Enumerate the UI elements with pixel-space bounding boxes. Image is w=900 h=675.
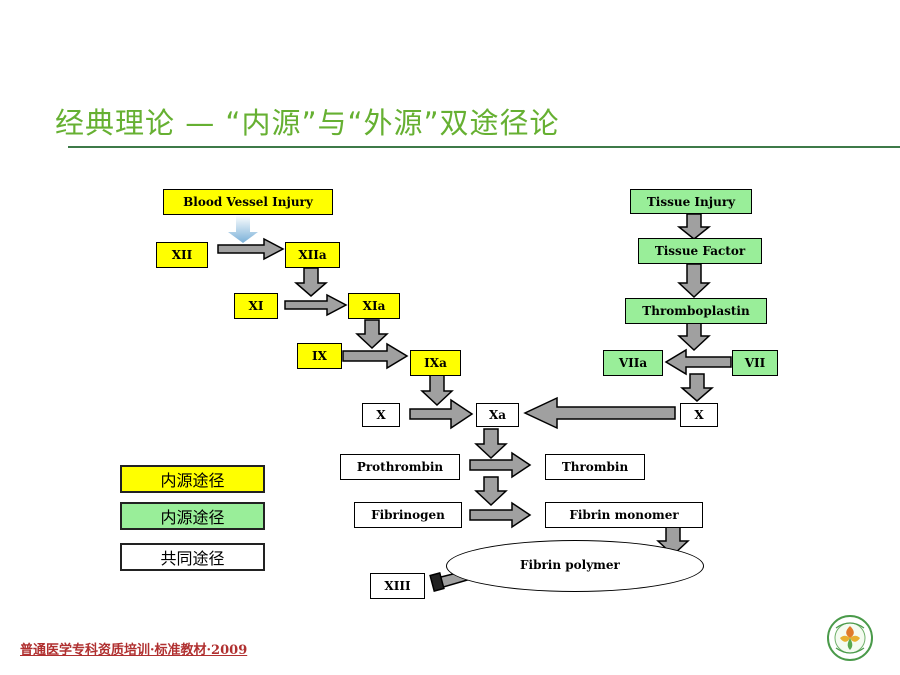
arrow-xright-xa	[523, 396, 676, 430]
node-xi: XI	[234, 293, 278, 319]
arrow-tissueinjury-down	[676, 213, 712, 240]
arrow-thromboplastin-down	[677, 322, 711, 352]
arrow-x-xa	[409, 398, 474, 430]
node-xa: Xa	[476, 403, 519, 427]
hospital-emblem-icon	[827, 615, 873, 661]
arrow-vii-viia	[664, 348, 732, 376]
page-title: 经典理论 — “内源”与“外源”双途径论	[55, 106, 560, 140]
node-xii: XII	[156, 242, 208, 268]
node-ix: IX	[297, 343, 342, 369]
legend-extrinsic: 内源途径	[120, 502, 265, 530]
node-x-left: X	[362, 403, 400, 427]
arrow-ixa-down	[420, 374, 454, 407]
legend-intrinsic-label: 内源途径	[160, 471, 225, 490]
node-xia: XIa	[348, 293, 400, 319]
legend-common: 共同途径	[120, 543, 265, 571]
arrow-xi-xia	[284, 293, 348, 317]
arrow-ix-ixa	[342, 342, 409, 370]
node-xiia: XIIa	[285, 242, 340, 268]
arrow-thrombin-down	[474, 476, 508, 507]
node-blood-vessel-injury: Blood Vessel Injury	[163, 189, 333, 215]
node-prothrombin: Prothrombin	[340, 454, 460, 480]
node-xiii: XIII	[370, 573, 425, 599]
node-fibrin-polymer-ellipse	[446, 540, 704, 592]
legend-intrinsic: 内源途径	[120, 465, 265, 493]
legend-extrinsic-label: 内源途径	[160, 508, 225, 527]
node-fibrinogen: Fibrinogen	[354, 502, 462, 528]
title-divider	[68, 146, 900, 148]
node-viia: VIIa	[603, 350, 663, 376]
arrow-xa-down	[474, 428, 508, 460]
node-x-right: X	[680, 403, 718, 427]
node-tissue-injury: Tissue Injury	[630, 189, 752, 214]
node-ixa: IXa	[410, 350, 461, 376]
node-thrombin: Thrombin	[545, 454, 645, 480]
node-fibrin-polymer: Fibrin polymer	[520, 558, 620, 572]
legend-common-label: 共同途径	[160, 549, 225, 568]
arrow-injury-down	[228, 215, 258, 243]
arrow-prothrombin-thrombin	[469, 451, 532, 479]
node-tissue-factor: Tissue Factor	[638, 238, 762, 264]
arrow-tissuefactor-down	[677, 263, 711, 299]
node-fibrin-monomer: Fibrin monomer	[545, 502, 703, 528]
node-vii: VII	[732, 350, 778, 376]
arrow-xiia-down	[293, 267, 329, 297]
footer-text: 普通医学专科资质培训·标准教材·2009	[20, 643, 248, 658]
node-thromboplastin: Thromboplastin	[625, 298, 767, 324]
arrow-xii-xiia	[217, 237, 285, 261]
arrow-xia-down	[355, 319, 389, 350]
arrow-vii-down	[679, 373, 715, 402]
arrow-fibrinogen-monomer	[469, 501, 532, 529]
